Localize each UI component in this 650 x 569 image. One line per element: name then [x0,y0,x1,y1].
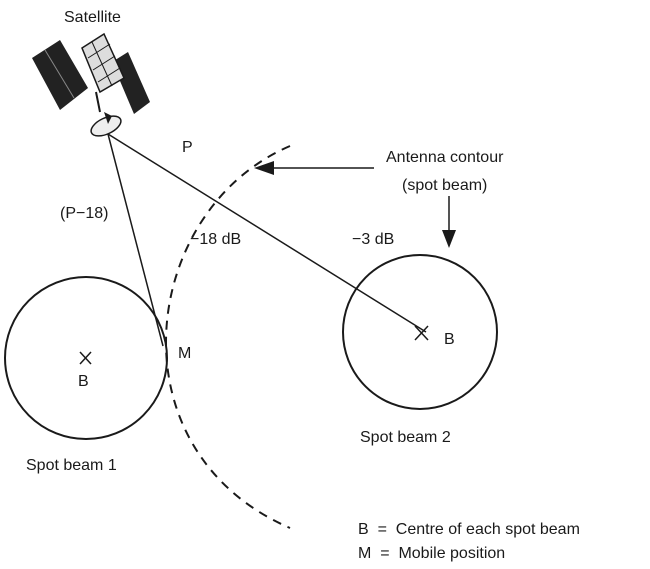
arrow-icon [254,161,374,175]
p-label: P [182,139,193,156]
antenna-contour-dashed [166,146,290,528]
beam-1-centre-label: B [78,373,89,390]
x-mark-icon [80,352,91,364]
satellite-label: Satellite [64,9,121,26]
spot-beam-1-label: Spot beam 1 [26,457,117,474]
satellite-icon [32,34,150,140]
minus-3-db-label: −3 dB [352,231,394,248]
beam-2-centre-label: B [444,331,455,348]
mobile-position-label: M [178,345,191,362]
spot-beam-2-label: Spot beam 2 [360,429,451,446]
antenna-contour-sublabel: (spot beam) [402,177,487,194]
legend-b-line: B = Centre of each spot beam [358,521,580,538]
legend-m-line: M = Mobile position [358,545,505,562]
arrow-icon [442,196,456,248]
solar-panel-right [112,52,150,114]
x-mark-icon [415,326,428,340]
p-minus-18-label: (P−18) [60,205,108,222]
satellite-body [82,34,124,92]
minus-18-db-label: −18 dB [190,231,241,248]
antenna-contour-label: Antenna contour [386,149,504,166]
